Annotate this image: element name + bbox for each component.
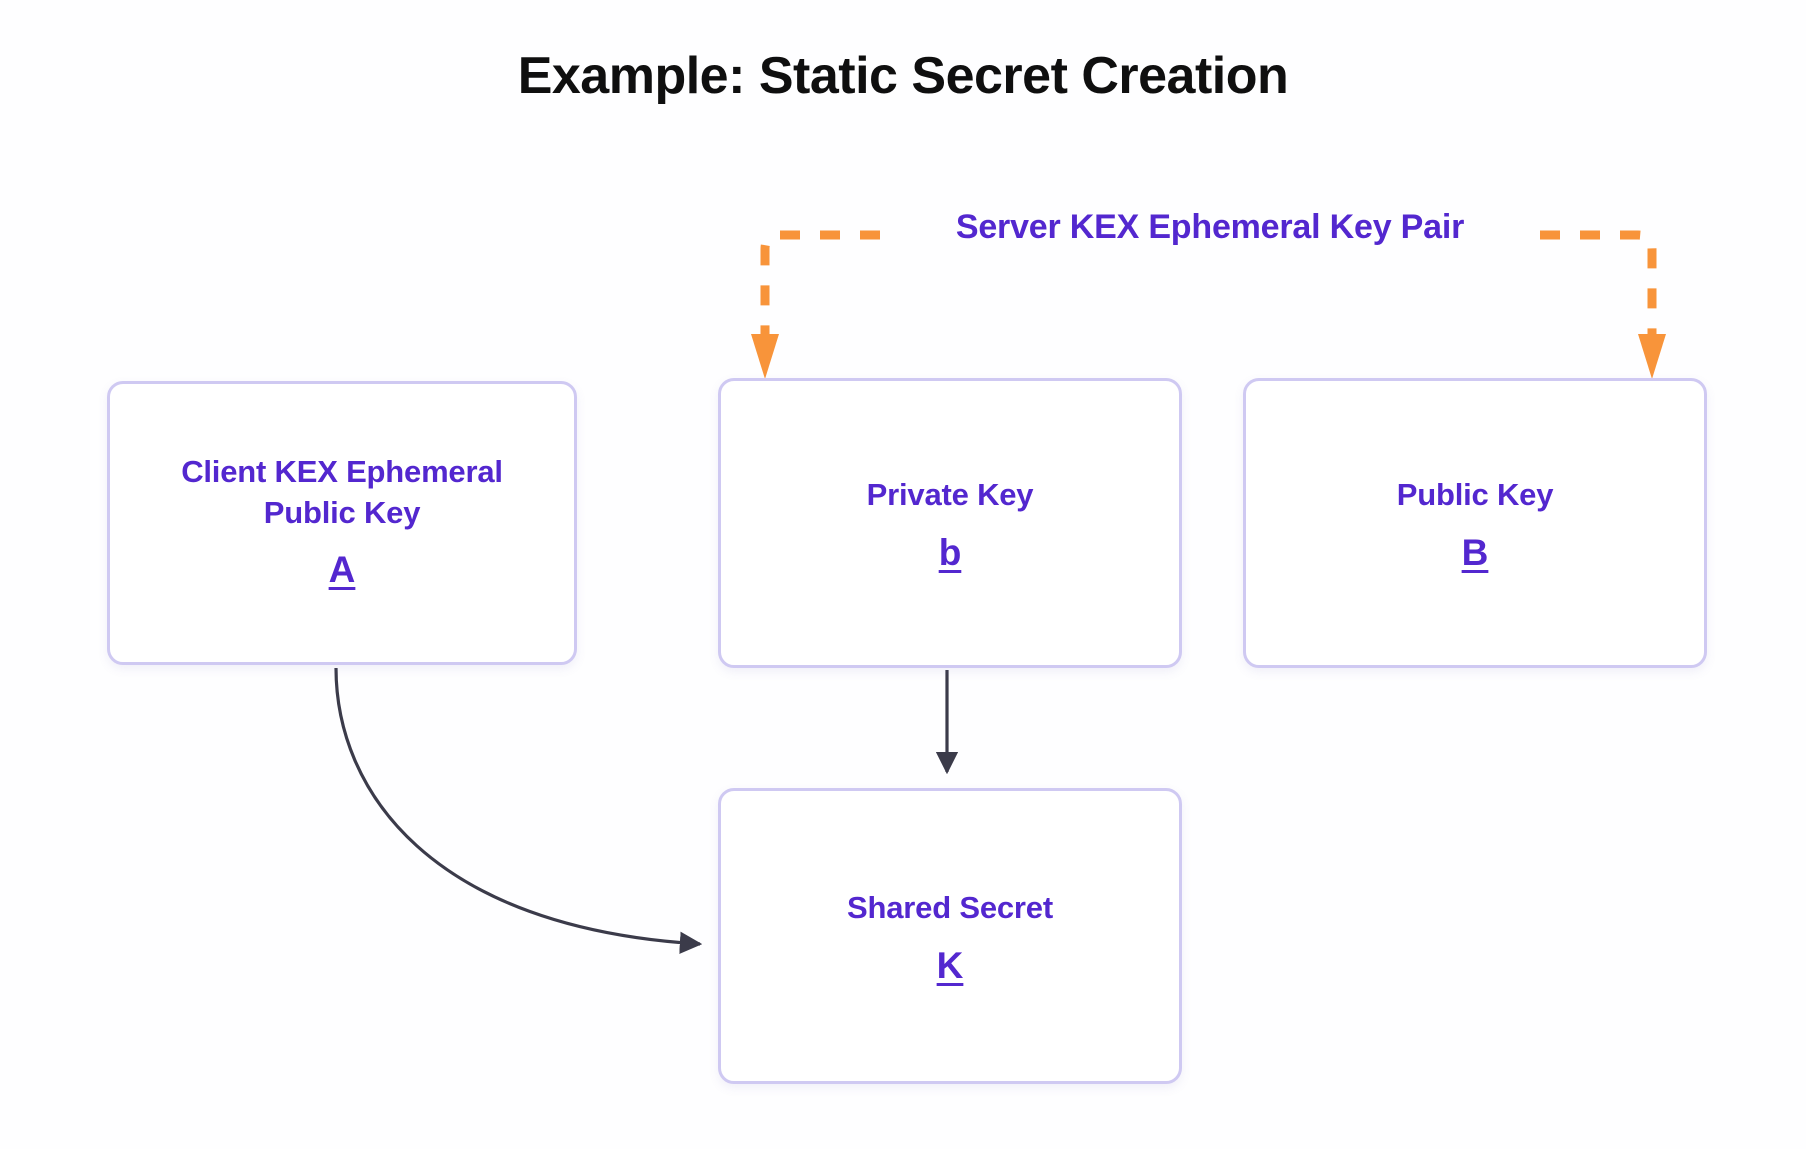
bracket-left-arm [760, 230, 880, 334]
node-title: Client KEX Ephemeral Public Key [181, 453, 503, 530]
node-title: Public Key [1396, 477, 1554, 513]
node-symbol: B [1461, 531, 1489, 573]
node-title: Private Key [866, 477, 1034, 513]
node-symbol: K [936, 944, 964, 986]
group-label-server-kex-ephemeral-key-pair: Server KEX Ephemeral Key Pair [955, 208, 1465, 246]
node-symbol: b [938, 531, 962, 573]
node-client-public-key[interactable]: Client KEX Ephemeral Public Key A [107, 381, 577, 665]
bracket-right-arrowhead [1638, 334, 1666, 379]
node-symbol: A [328, 549, 356, 591]
node-shared-secret[interactable]: Shared Secret K [718, 788, 1182, 1084]
node-public-key[interactable]: Public Key B [1243, 378, 1707, 668]
node-title: Shared Secret [847, 890, 1053, 926]
page-title: Example: Static Secret Creation [517, 47, 1289, 105]
bracket-right-arm [1540, 230, 1657, 334]
edge-client-public-key-to-shared-secret [334, 667, 703, 954]
node-private-key[interactable]: Private Key b [718, 378, 1182, 668]
bracket-left-arrowhead [751, 334, 779, 379]
